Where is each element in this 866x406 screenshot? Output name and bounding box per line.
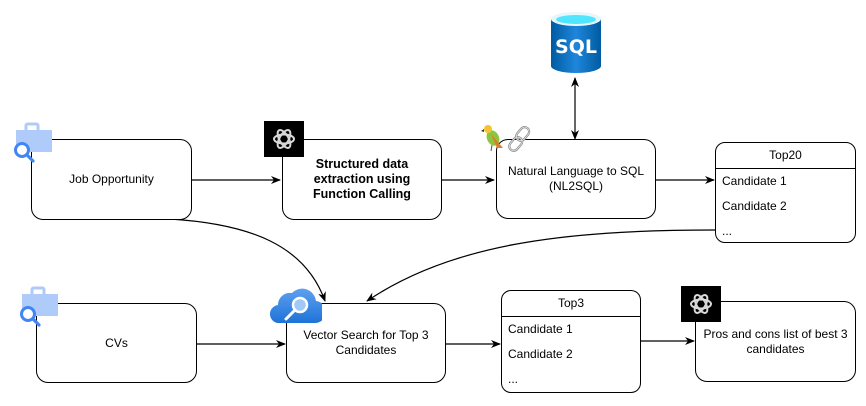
edge-job-to-vector (169, 218, 326, 302)
openai-icon (681, 286, 721, 322)
langchain-parrot-icon (481, 125, 503, 152)
edge-top20-to-vector (366, 229, 716, 302)
sql-label: SQL (555, 36, 597, 58)
nl2sql-label: Natural Language to SQL (NL2SQL) (507, 164, 645, 193)
top3-title: Top3 (502, 291, 640, 317)
structured-extraction-node[interactable]: Structured data extraction using Functio… (282, 139, 442, 220)
nl2sql-node[interactable]: Natural Language to SQL (NL2SQL) (496, 139, 656, 219)
list-item: Candidate 2 (722, 199, 787, 213)
cvs-label: CVs (105, 335, 128, 350)
list-item: ... (508, 372, 519, 386)
pros-cons-label: Pros and cons list of best 3 candidates (703, 326, 848, 356)
list-item: Candidate 1 (508, 322, 573, 336)
list-item: Candidate 2 (508, 347, 573, 361)
top3-list[interactable]: Top3 Candidate 1 Candidate 2 ... (501, 290, 641, 393)
azure-cognitive-search-icon (270, 288, 322, 324)
sql-database-icon: SQL (551, 12, 601, 73)
job-opportunity-node[interactable]: Job Opportunity (31, 139, 192, 220)
pros-cons-node[interactable]: Pros and cons list of best 3 candidates (695, 301, 856, 382)
chain-link-icon (508, 126, 531, 152)
job-opportunity-label: Job Opportunity (69, 172, 154, 186)
vector-search-label: Vector Search for Top 3 Candidates (303, 328, 429, 357)
structured-extraction-label: Structured data extraction using Functio… (313, 157, 411, 201)
top20-title: Top20 (716, 143, 855, 169)
job-search-icon (14, 122, 52, 163)
list-item: Candidate 1 (722, 174, 787, 188)
cvs-search-icon (20, 286, 58, 327)
top20-list[interactable]: Top20 Candidate 1 Candidate 2 ... (715, 142, 856, 243)
list-item: ... (722, 224, 733, 238)
cvs-node[interactable]: CVs (36, 303, 197, 383)
openai-icon (264, 121, 304, 157)
